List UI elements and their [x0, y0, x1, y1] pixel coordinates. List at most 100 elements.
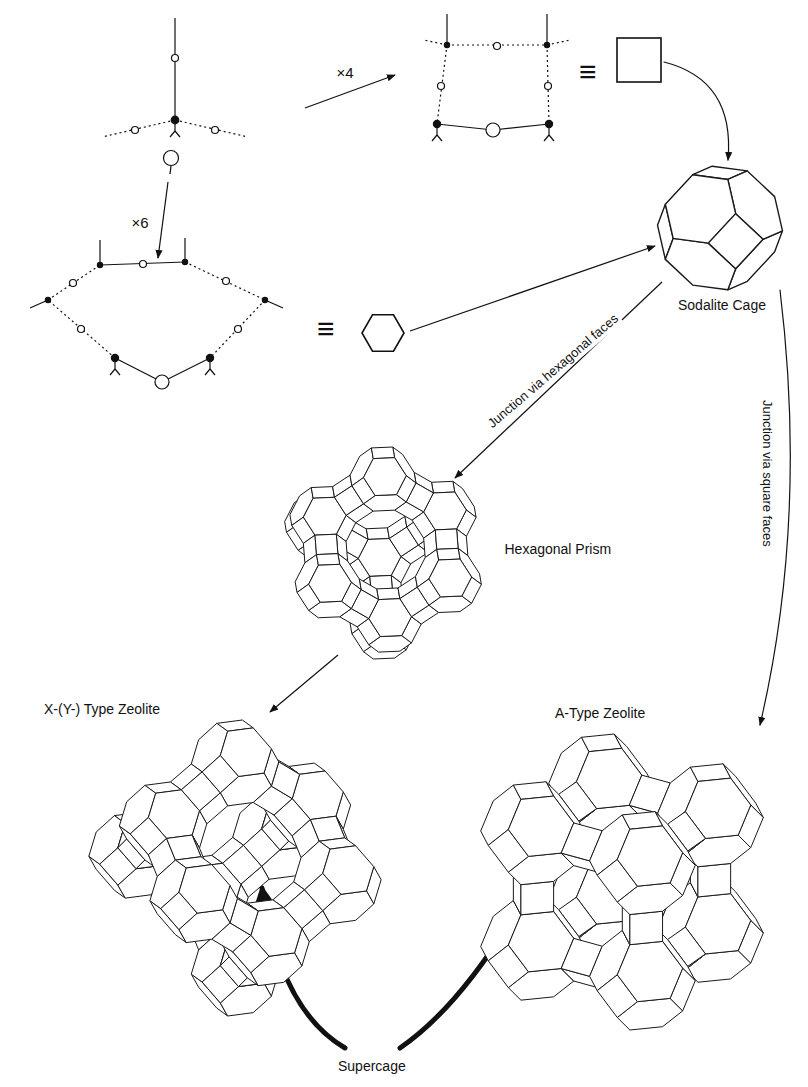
bond-mark — [115, 369, 120, 375]
bond-mark — [544, 135, 549, 141]
oxygen-atom — [235, 326, 242, 333]
oxygen-atom — [172, 55, 179, 62]
structure-label: X-(Y-) Type Zeolite — [42, 701, 162, 717]
cage-face — [309, 564, 352, 602]
oxygen-atom — [140, 261, 147, 268]
structure-label: Hexagonal Prism — [503, 541, 614, 557]
cage-face — [167, 835, 201, 860]
bond-line — [493, 124, 549, 130]
cage-face — [161, 892, 197, 929]
bond-line — [170, 166, 171, 174]
cage-face — [310, 816, 344, 841]
sodalite-cage — [658, 166, 783, 290]
cage-face — [317, 554, 340, 566]
dashed-bond — [424, 40, 447, 45]
cage-face — [617, 826, 682, 886]
silicon-atom — [111, 354, 118, 361]
hexagonal-prism-network — [285, 447, 482, 659]
dashed-bond — [547, 40, 570, 45]
process-arrow — [270, 655, 338, 712]
silicon-atom — [433, 120, 440, 127]
cage-face — [202, 756, 238, 793]
cage-face — [437, 548, 460, 560]
oxygen-atom — [486, 123, 500, 137]
cage-face — [377, 588, 400, 600]
silicon-atom — [444, 42, 449, 47]
cage-face — [366, 528, 389, 540]
cage-face — [364, 458, 407, 496]
four-ring-symbol — [617, 38, 661, 82]
silicon-atom — [171, 116, 179, 124]
bond-line — [99, 240, 100, 265]
oxygen-atom — [164, 151, 179, 166]
process-arrow — [455, 282, 662, 478]
process-label: Junction via square faces — [759, 398, 774, 549]
bond-mark — [549, 135, 554, 141]
oxygen-atom — [155, 375, 169, 389]
process-arrow — [664, 62, 729, 160]
oxygen-atom — [78, 326, 85, 333]
x-type-zeolite-structure — [89, 720, 381, 1016]
cage-face — [698, 863, 731, 896]
cage-face — [371, 447, 394, 459]
bond-line — [174, 18, 175, 120]
silicon-atom — [206, 354, 213, 361]
bond-mark — [432, 135, 437, 141]
oxygen-atom — [494, 43, 501, 50]
bond-mark — [210, 369, 215, 375]
process-label: Junction via hexagonal faces — [483, 310, 623, 433]
building-unit-sketches — [30, 14, 790, 1048]
silicon-atom — [545, 120, 552, 127]
bond-mark — [175, 131, 180, 137]
oxygen-atom — [212, 127, 219, 134]
structure-label: A-Type Zeolite — [553, 705, 647, 721]
cage-face — [617, 941, 682, 1001]
oxygen-atom — [223, 278, 230, 285]
a-type-zeolite-structure — [481, 734, 764, 1030]
silicon-atom — [544, 42, 549, 47]
cage-face — [630, 911, 663, 944]
dashed-bond — [437, 45, 447, 124]
bond-line — [184, 238, 185, 262]
bond-line — [437, 124, 493, 130]
bond-mark — [437, 135, 442, 141]
bond-mark — [170, 131, 175, 137]
silicon-atom — [45, 297, 50, 302]
dashed-bond — [48, 300, 115, 358]
silicon-atom — [262, 297, 267, 302]
cage-face — [429, 559, 472, 597]
bond-line — [446, 14, 447, 45]
silicon-atom — [182, 259, 187, 264]
cage-face — [432, 481, 455, 493]
dashed-bond — [175, 120, 248, 137]
six-ring-symbol — [362, 315, 404, 351]
structure-label: Supercage — [336, 1058, 408, 1074]
cage-face — [521, 881, 554, 914]
dashed-bond — [102, 120, 175, 137]
process-arrow — [158, 182, 168, 258]
oxygen-atom — [132, 127, 139, 134]
oxygen-atom — [438, 83, 445, 90]
equivalence-sign: ≡ — [577, 55, 599, 90]
dashed-bond — [210, 300, 265, 358]
silicon-atom — [97, 262, 102, 267]
cage-face — [311, 487, 334, 499]
cage-face — [435, 529, 458, 549]
oxygen-atom — [545, 83, 552, 90]
multiplier-label: ×4 — [335, 64, 356, 81]
multiplier-label: ×6 — [130, 214, 151, 231]
bond-line — [546, 14, 547, 45]
structure-label: Sodalite Cage — [676, 297, 768, 313]
cage-face — [708, 214, 763, 269]
bond-mark — [110, 369, 115, 375]
bond-mark — [205, 369, 210, 375]
oxygen-atom — [70, 280, 77, 287]
dashed-bond — [185, 262, 265, 300]
dashed-bond — [48, 265, 100, 300]
cage-face — [305, 873, 341, 910]
cage-face — [315, 534, 338, 554]
bond-line — [115, 358, 162, 382]
